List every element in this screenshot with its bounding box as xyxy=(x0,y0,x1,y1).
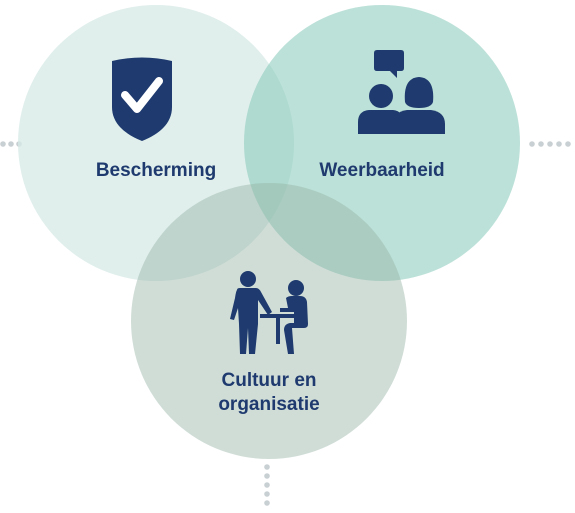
shield-check-icon xyxy=(112,57,172,141)
label-weerbaarheid: Weerbaarheid xyxy=(319,160,445,181)
circle-cultuur-en-organisatie xyxy=(131,183,407,459)
label-cultuur-en-organisatie-text: Cultuur en organisatie xyxy=(218,370,320,415)
dotted-connector-right xyxy=(529,141,571,147)
meeting-people-icon xyxy=(230,271,308,354)
label-bescherming: Bescherming xyxy=(95,160,217,181)
label-cultuur-en-organisatie: Cultuur en organisatie xyxy=(169,369,369,417)
people-speech-icon xyxy=(358,50,445,134)
dotted-connector-bottom xyxy=(264,464,270,506)
